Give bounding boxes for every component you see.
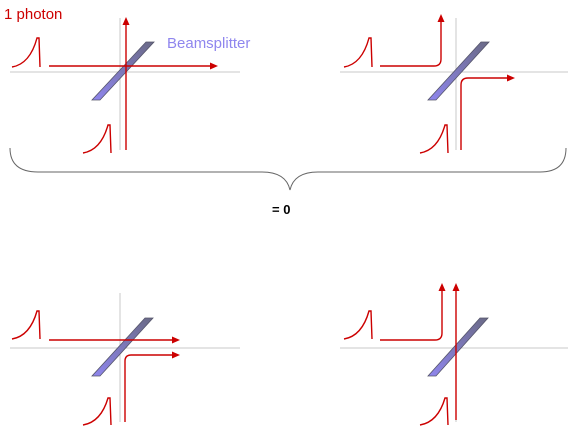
wavepacket-bottom — [419, 124, 449, 154]
panel-both-reflected — [340, 14, 568, 154]
wavepacket-left — [343, 310, 373, 340]
wavepacket-left — [11, 37, 41, 68]
photon-path-transmitted-up — [452, 283, 460, 420]
beamsplitter-label: Beamsplitter — [167, 35, 251, 52]
beamsplitter-plate — [427, 317, 489, 377]
sum-result-label: = 0 — [272, 202, 291, 217]
photon-path-transmitted-up — [122, 17, 130, 150]
photon-label: 1 photon — [4, 6, 63, 23]
photon-path-reflected-right — [124, 351, 180, 422]
photon-path-reflected-up — [380, 14, 445, 67]
wavepacket-left — [343, 37, 373, 68]
wavepacket-bottom — [419, 397, 449, 426]
wavepacket-left — [11, 310, 41, 340]
panel-both-transmitted — [10, 17, 240, 154]
wavepacket-bottom — [82, 124, 112, 154]
beamsplitter-plate — [91, 41, 155, 101]
sum-brace — [9, 147, 567, 191]
beamsplitter-plate — [91, 317, 154, 377]
panel-both-exit-up — [340, 283, 568, 426]
beamsplitter-plate — [427, 41, 490, 101]
wavepacket-bottom — [82, 397, 112, 426]
photon-path-transmitted-right — [49, 336, 180, 344]
photon-path-reflected-up — [380, 283, 446, 341]
panel-both-exit-right — [10, 293, 240, 426]
photon-path-reflected-right — [460, 74, 515, 150]
photon-path-transmitted-right — [49, 62, 218, 70]
